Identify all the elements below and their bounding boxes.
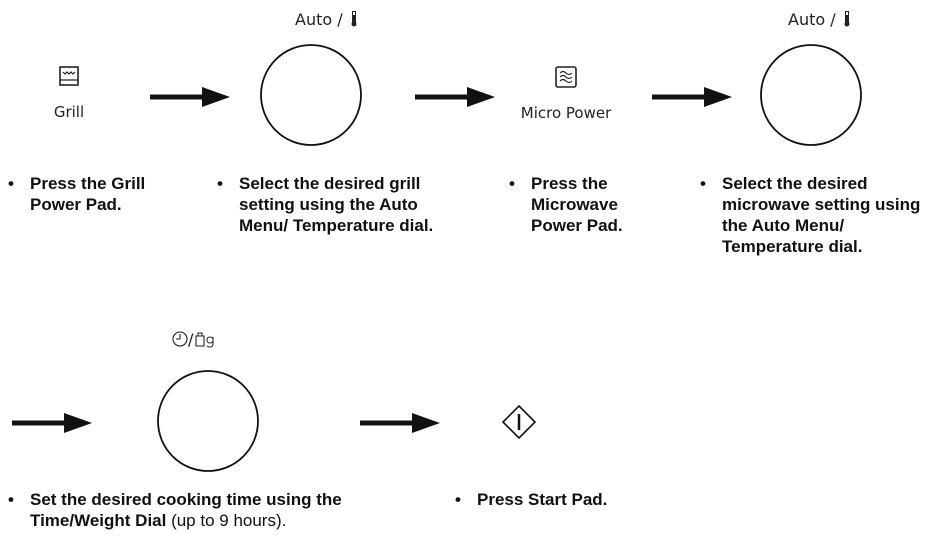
step-4-content: Select the desired microwave setting usi… [722, 174, 921, 256]
arrow-4-icon [12, 413, 92, 433]
step-6-text: • Press Start Pad. [455, 489, 675, 510]
step-5-text: • Set the desired cooking time using the… [8, 489, 408, 531]
bullet: • [8, 490, 14, 509]
micro-power-pad-label: Micro Power [520, 104, 612, 122]
auto-dial-label-text: Auto / [295, 10, 343, 29]
auto-menu-dial-1[interactable] [259, 43, 363, 147]
clock-icon [172, 331, 188, 347]
arrow-3-icon [652, 87, 732, 107]
step-2-content: Select the desired grill setting using t… [239, 174, 434, 235]
time-weight-dial-label: / [172, 330, 217, 349]
thermometer-icon [351, 11, 357, 27]
step-5-bold: Set the desired cooking time using the T… [30, 490, 342, 530]
step-3-text: • Press the Microwave Power Pad. [509, 173, 644, 236]
bullet: • [509, 174, 515, 193]
step-5-content: Set the desired cooking time using the T… [30, 489, 408, 531]
step-1-content: Press the Grill Power Pad. [30, 174, 146, 214]
grill-icon [59, 66, 79, 86]
grill-pad[interactable]: Grill [52, 66, 102, 124]
bullet: • [8, 174, 14, 193]
step-2-text: • Select the desired grill setting using… [217, 173, 437, 236]
start-icon[interactable] [501, 404, 537, 440]
microwave-icon [555, 66, 577, 88]
time-weight-dial[interactable] [156, 369, 260, 473]
bullet: • [455, 490, 461, 509]
weight-icon [195, 332, 214, 348]
auto-dial-label-2-text: Auto / [788, 10, 836, 29]
auto-menu-dial-2[interactable] [759, 43, 863, 147]
auto-dial-label-2: Auto / [788, 10, 851, 29]
arrow-1-icon [150, 87, 230, 107]
time-weight-dial-label-sep: / [188, 330, 194, 349]
grill-pad-label: Grill [53, 103, 85, 121]
step-6-content: Press Start Pad. [477, 490, 608, 509]
arrow-2-icon [415, 87, 495, 107]
thermometer-icon [844, 11, 850, 27]
bullet: • [217, 174, 223, 193]
step-4-text: • Select the desired microwave setting u… [700, 173, 940, 257]
auto-dial-label: Auto / [295, 10, 358, 29]
step-3-content: Press the Microwave Power Pad. [531, 174, 623, 235]
micro-power-pad[interactable]: Micro Power [512, 66, 622, 126]
step-1-text: • Press the Grill Power Pad. [8, 173, 148, 215]
step-5-normal: (up to 9 hours). [166, 511, 287, 530]
arrow-5-icon [360, 413, 440, 433]
bullet: • [700, 174, 706, 193]
